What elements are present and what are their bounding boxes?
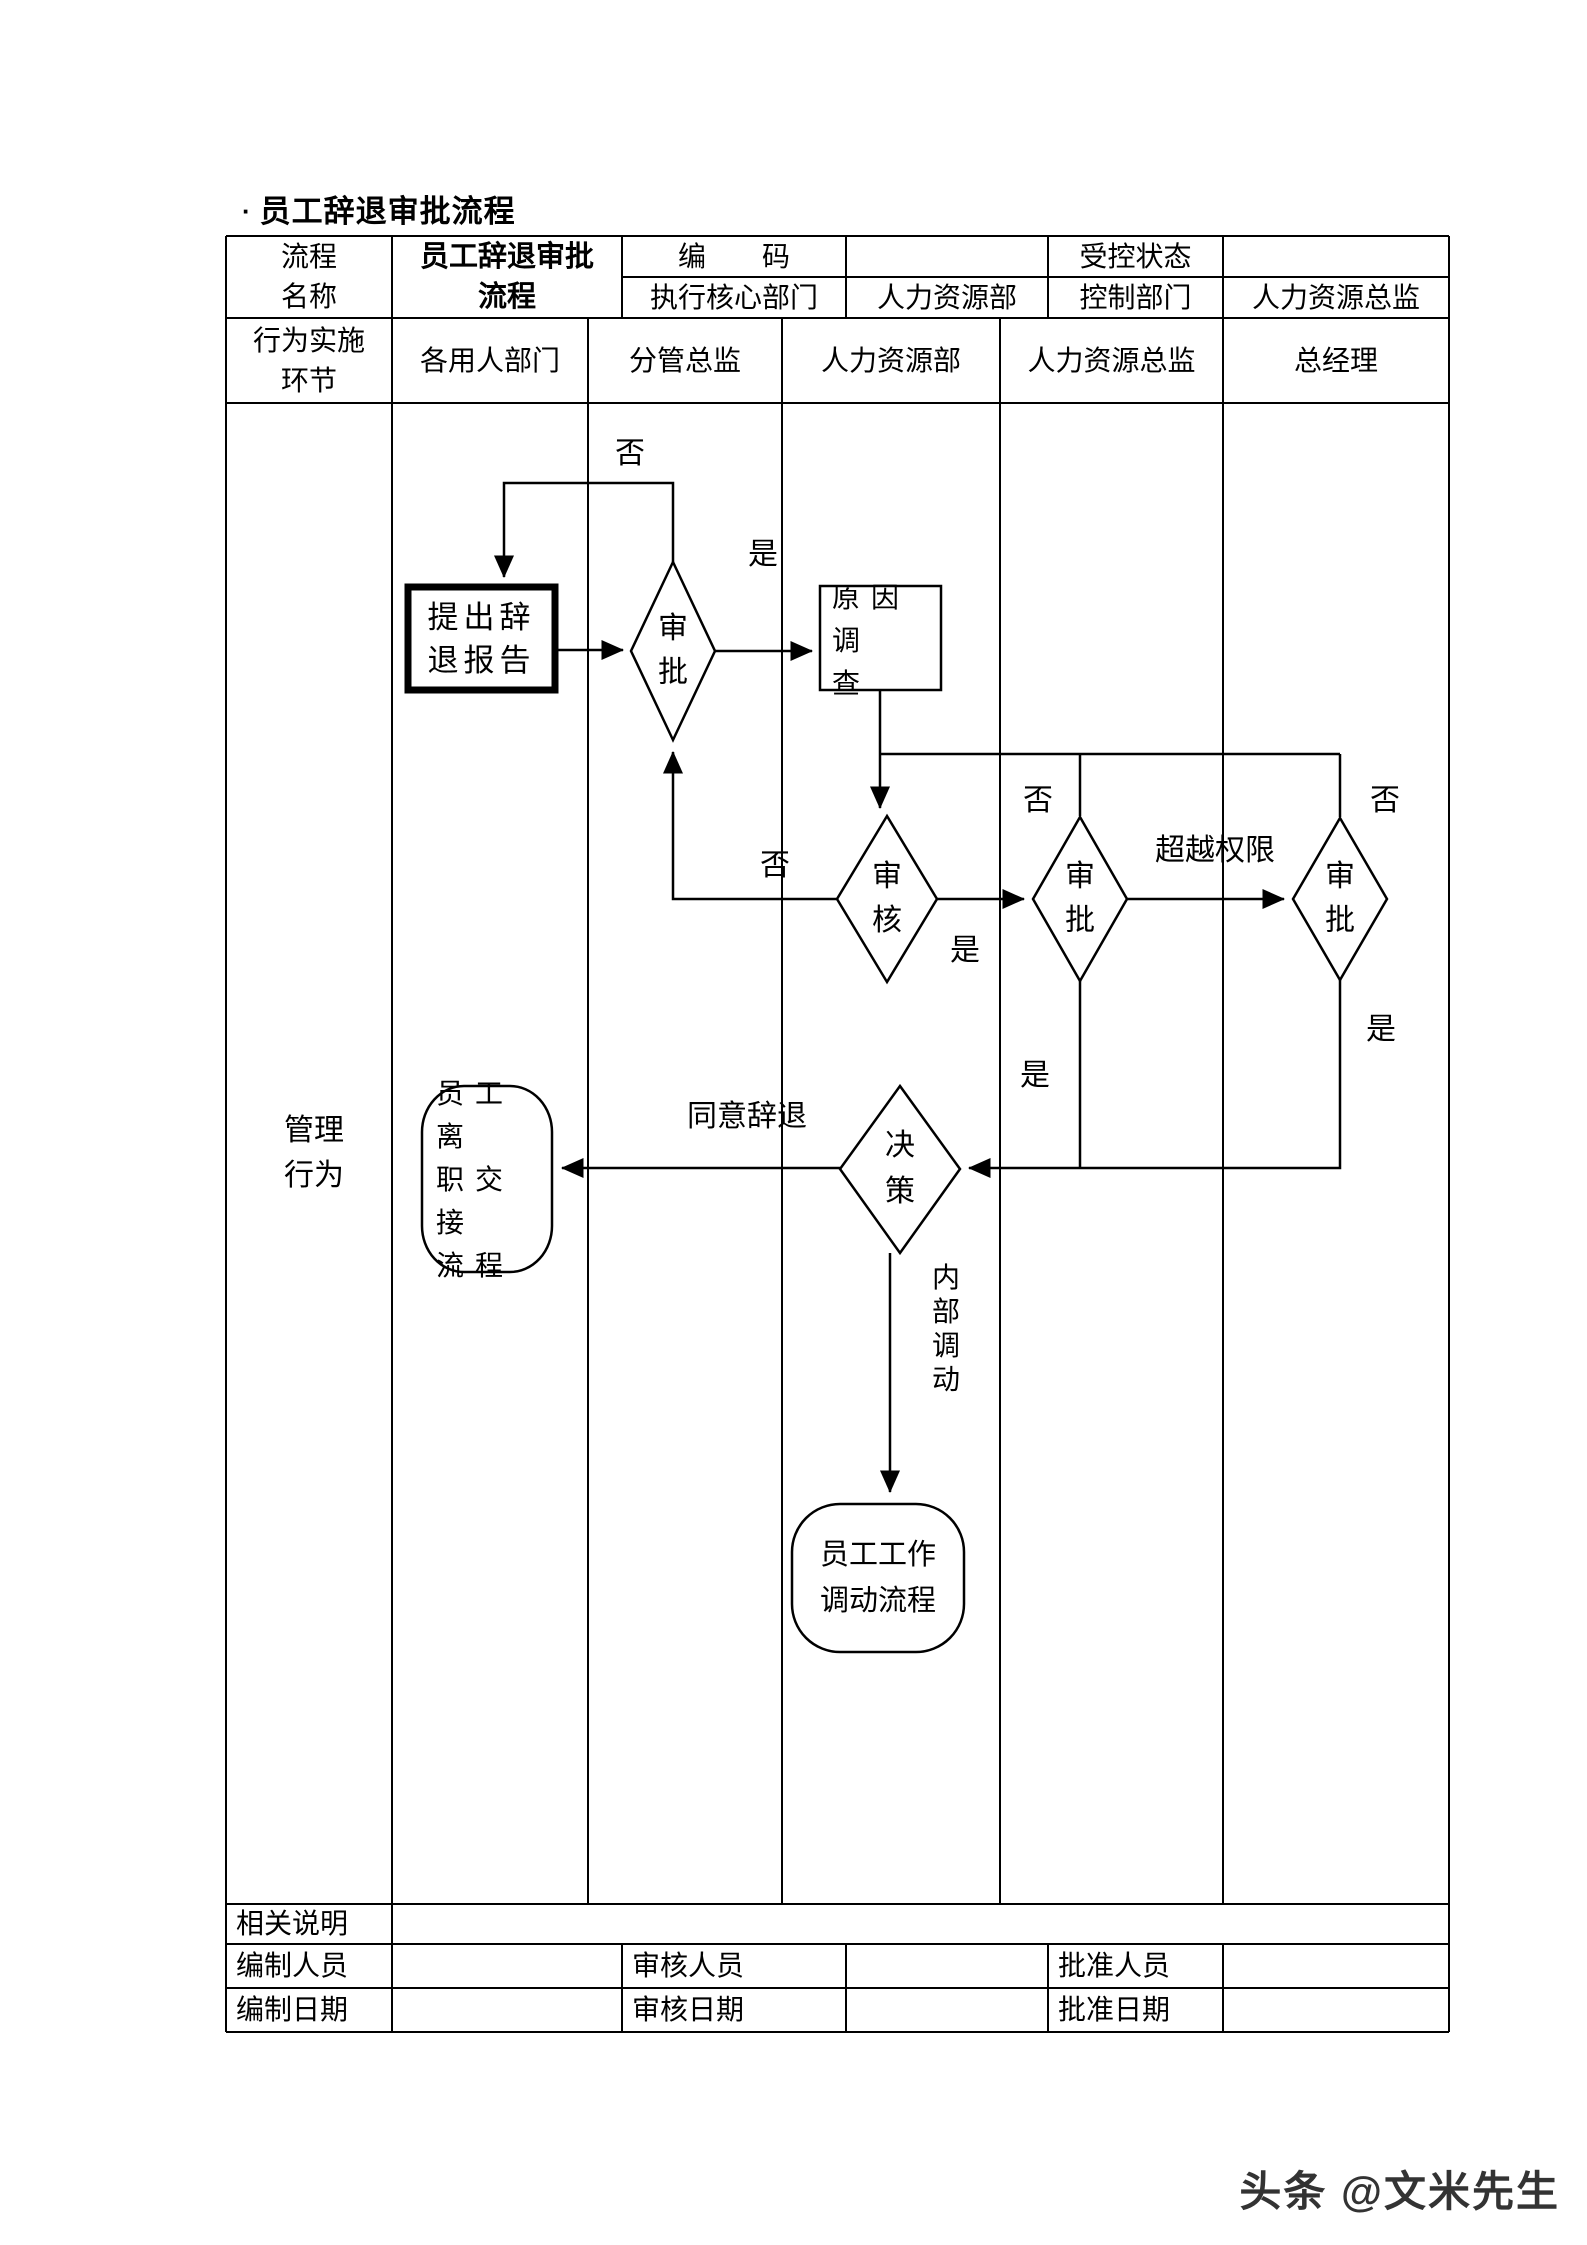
lane-header-using-dept: 各用人部门 <box>419 344 560 376</box>
approve2-text: 审 批 <box>1065 860 1095 937</box>
label-exceed-authority: 超越权限 <box>1155 834 1275 867</box>
label-no-approve1: 否 <box>615 437 645 470</box>
reviewer-label: 审核人员 <box>632 1950 745 1981</box>
label-yes-approve3: 是 <box>1366 1013 1396 1046</box>
management-behavior-label: 管理 行为 <box>284 1114 344 1192</box>
lane-header-director: 分管总监 <box>628 344 741 376</box>
lane-header-label: 行为实施 环节 <box>252 324 365 396</box>
review-date-label: 审核日期 <box>632 1994 745 2025</box>
edge-review-no-to-approve1 <box>663 751 837 901</box>
label-agree-dismissal: 同意辞退 <box>687 1100 807 1133</box>
control-dept-label: 控制部门 <box>1079 281 1192 313</box>
label-internal-transfer: 内 部 调 动 <box>931 1262 960 1395</box>
maker-label: 编制人员 <box>236 1950 349 1981</box>
lane-header-gm: 总经理 <box>1293 344 1378 376</box>
process-name-value: 员工辞退审批 流程 <box>419 241 594 313</box>
job-transfer-text: 员工工作 调动流程 <box>819 1539 936 1617</box>
code-label: 编 码 <box>677 240 790 272</box>
cause-investigation-text: 原因调 查 <box>832 581 911 699</box>
review-text: 审 核 <box>872 860 902 937</box>
submit-report-text: 提出辞 退报告 <box>427 600 536 678</box>
decision-text: 决 策 <box>885 1129 915 1208</box>
related-notes-label: 相关说明 <box>236 1908 349 1939</box>
process-name-label: 流程 名称 <box>280 241 337 312</box>
resignation-handover-text: 员工离 职交接 流程 <box>436 1077 515 1281</box>
approve3-text: 审 批 <box>1325 860 1355 937</box>
core-dept-value: 人力资源部 <box>876 281 1017 313</box>
lane-header-hr-director: 人力资源总监 <box>1027 344 1196 376</box>
make-date-label: 编制日期 <box>236 1994 349 2025</box>
approve-date-label: 批准日期 <box>1058 1994 1171 2025</box>
control-dept-value: 人力资源总监 <box>1251 281 1420 313</box>
watermark: 头条 @文米先生 <box>1239 2168 1560 2215</box>
doc-title: ·员工辞退审批流程 <box>242 186 516 231</box>
label-yes-review: 是 <box>950 934 980 967</box>
label-no-approve3: 否 <box>1370 784 1400 817</box>
approve1-text: 审 批 <box>658 612 688 689</box>
table-grid <box>225 235 1450 2033</box>
code-value <box>846 236 1048 277</box>
label-no-approve2: 否 <box>1023 784 1053 817</box>
controlled-state-label: 受控状态 <box>1079 240 1192 272</box>
label-yes-approve1: 是 <box>748 538 778 571</box>
lane-header-hr-dept: 人力资源部 <box>820 344 961 376</box>
title-bullet: · <box>242 196 252 226</box>
core-dept-label: 执行核心部门 <box>649 281 818 313</box>
edge-approve1-no-loop <box>494 481 675 578</box>
controlled-state-value <box>1223 236 1449 277</box>
label-yes-approve2: 是 <box>1020 1059 1050 1092</box>
label-no-review: 否 <box>760 849 790 882</box>
approver-label: 批准人员 <box>1058 1950 1171 1981</box>
title-text: 员工辞退审批流程 <box>259 194 516 229</box>
